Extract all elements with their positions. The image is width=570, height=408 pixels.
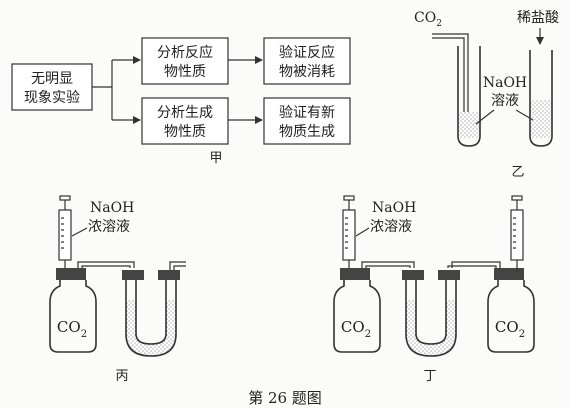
naoh-liquid-right <box>531 100 551 138</box>
naoh-label-line-1: NaOH <box>483 75 527 91</box>
bing-u-tube <box>125 280 177 357</box>
apparatus-bing: NaOH 浓溶液 CO2 丙 <box>49 195 186 384</box>
bing-flask-text: CO <box>57 318 81 336</box>
label-yi: 乙 <box>511 165 524 180</box>
apparatus-yi: CO2 稀盐酸 NaOH 溶液 乙 <box>414 10 559 180</box>
label-bing: 丙 <box>115 369 128 384</box>
analyze-product-line-1: 分析生成 <box>157 105 213 121</box>
bing-connecting-tube-outer <box>77 261 135 268</box>
verify-consumed-line-2: 物被消耗 <box>279 64 335 80</box>
naoh-label-line-2: 溶液 <box>491 93 519 109</box>
verify-consumed-box <box>263 37 351 85</box>
naoh-liquid-left <box>459 112 479 138</box>
ding-syringe-right-barrel <box>510 209 524 261</box>
syringe-graduations <box>61 217 64 249</box>
bing-flask-label: CO2 <box>57 318 87 340</box>
flowchart-jia: 无明显 现象实验 分析反应 物性质 分析生成 物性质 验证反应 物被消耗 验证有… <box>11 37 351 166</box>
verify-new-box <box>263 97 351 145</box>
ding-flask-right <box>487 280 535 353</box>
label-jia: 甲 <box>209 151 222 166</box>
ding-reagent-line-1: NaOH <box>372 200 416 216</box>
ding-tube-left-inner <box>365 265 411 268</box>
ding-flask-left <box>333 280 381 353</box>
ding-tube-left-outer <box>361 261 415 268</box>
ding-reagent-leader <box>355 227 370 237</box>
bing-reagent-line-2: 浓溶液 <box>88 219 130 235</box>
co2-gas-subscript: 2 <box>436 19 442 29</box>
ding-tube-right-inner <box>447 265 497 268</box>
ding-syringe-right-graduations <box>513 217 516 249</box>
apparatus-ding: NaOH 浓溶液 CO2 CO2 丁 <box>333 195 535 384</box>
naoh-leader-right <box>515 109 534 121</box>
bing-reagent-line-1: NaOH <box>90 200 134 216</box>
ding-syringe-left-barrel <box>342 209 356 261</box>
ding-syringe-left-graduations <box>345 217 348 249</box>
bing-flask-subscript: 2 <box>81 329 87 340</box>
verify-consumed-line-1: 验证反应 <box>279 44 335 61</box>
bing-flask <box>49 280 97 353</box>
bing-outlet-tube <box>169 261 186 270</box>
naoh-leader-left <box>475 109 495 125</box>
ding-flask-left-label: CO2 <box>341 318 371 340</box>
ding-u-stopper-left <box>402 270 424 280</box>
bing-connecting-tube-inner <box>81 265 131 268</box>
start-line-1: 无明显 <box>31 71 73 87</box>
ding-tube-right-outer <box>451 261 501 268</box>
bing-u-stopper-right <box>158 270 180 280</box>
test-tube-left <box>457 46 481 147</box>
start-line-2: 现象实验 <box>24 90 80 106</box>
ding-reagent-line-2: 浓溶液 <box>370 219 412 235</box>
ding-flask-right-stopper <box>494 268 524 280</box>
ding-syringe-left-top <box>343 195 355 201</box>
ding-u-tube <box>405 280 457 357</box>
analyze-product-box <box>141 97 229 145</box>
analyze-reactant-line-2: 物性质 <box>164 64 206 80</box>
start-box <box>11 63 93 111</box>
analyze-reactant-box <box>141 37 229 85</box>
ding-u-stopper-right <box>438 270 460 280</box>
bing-u-liquid <box>126 300 176 356</box>
ding-u-liquid <box>406 300 456 356</box>
verify-new-line-1: 验证有新 <box>279 105 335 121</box>
syringe-barrel <box>58 209 72 261</box>
bing-u-stopper-left <box>122 270 144 280</box>
ding-syringe-right-top <box>511 195 523 201</box>
bing-flask-stopper <box>56 268 86 280</box>
test-tube-right <box>529 50 553 147</box>
gas-delivery-tube-inner <box>432 37 465 138</box>
gas-delivery-tube <box>432 33 469 138</box>
ding-flask-left-subscript: 2 <box>365 329 371 340</box>
co2-gas-text: CO <box>414 10 436 26</box>
dilute-hcl-label: 稀盐酸 <box>517 10 559 26</box>
bing-reagent-leader <box>71 227 88 237</box>
analyze-product-line-2: 物性质 <box>164 124 206 140</box>
figure-caption: 第 26 题图 <box>248 389 322 407</box>
co2-gas-label: CO2 <box>414 10 442 29</box>
syringe-plunger-top <box>59 195 71 201</box>
label-ding: 丁 <box>423 369 436 384</box>
ding-flask-left-text: CO <box>341 318 365 336</box>
verify-new-line-2: 物质生成 <box>279 124 335 140</box>
ding-flask-left-stopper <box>340 268 370 280</box>
analyze-reactant-line-1: 分析反应 <box>157 44 213 61</box>
ding-flask-right-text: CO <box>495 318 519 336</box>
ding-flask-right-subscript: 2 <box>519 329 525 340</box>
ding-flask-right-label: CO2 <box>495 318 525 340</box>
